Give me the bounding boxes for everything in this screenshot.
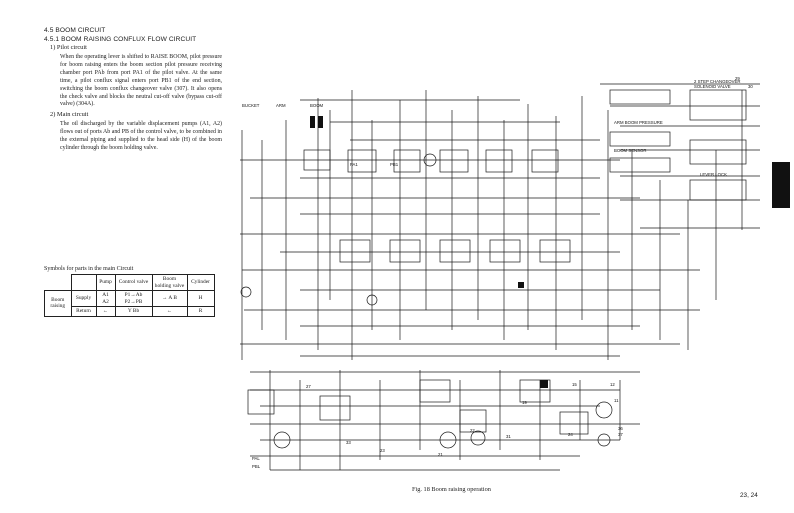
label-30: 30 bbox=[748, 84, 753, 89]
pilot-circuit-text: When the operating lever is shifted to R… bbox=[60, 54, 222, 108]
main-circuit-title: 2) Main circuit bbox=[50, 111, 89, 119]
supply-holding-b: B bbox=[173, 295, 177, 302]
valve-blocks bbox=[240, 89, 747, 449]
label-pal: PAL bbox=[252, 456, 260, 461]
label-15: 15 bbox=[572, 382, 577, 387]
table-header-row: Pump Control valve Boom holding valve Cy… bbox=[44, 274, 215, 291]
page-number: 23, 24 bbox=[740, 492, 758, 499]
label-pa1: PA1 bbox=[350, 162, 358, 167]
pilot-circuit-title: 1) Pilot circuit bbox=[50, 44, 87, 51]
label-31: 31 bbox=[506, 434, 511, 439]
label-22: 22 bbox=[470, 428, 475, 433]
subsection-heading: 4.5.1 BOOM RAISING CONFLUX FLOW CIRCUIT bbox=[44, 36, 197, 43]
pilot-handle-marks bbox=[310, 116, 548, 388]
label-arm: ARM bbox=[276, 103, 286, 108]
table-title: Symbols for parts in the main Circuit bbox=[44, 266, 134, 272]
symbol-table: Pump Control valve Boom holding valve Cy… bbox=[44, 274, 215, 317]
main-circuit-text: The oil discharged by the variable displ… bbox=[60, 121, 222, 152]
label-boom: BOOM bbox=[310, 103, 324, 108]
schematic-lines bbox=[240, 83, 760, 471]
section-heading: 4.5 BOOM CIRCUIT bbox=[44, 27, 106, 34]
label-arm-boom-pressure: ARM BOOM PRESSURE bbox=[614, 120, 663, 125]
label-27: 27 bbox=[306, 384, 311, 389]
label-12: 12 bbox=[610, 382, 615, 387]
supply-control: P1→Ab P2→PB bbox=[114, 290, 153, 307]
label-33: 33 bbox=[346, 440, 351, 445]
supply-holding: → A B bbox=[151, 290, 188, 307]
table-row: Boom raising Supply A1 A2 P1→Ab P2→PB → … bbox=[44, 290, 215, 317]
supply-label: Supply bbox=[70, 290, 97, 307]
supply-cylinder: H bbox=[186, 290, 215, 307]
label-two-step: 2 STEP CHANGEOVER SOLENOID VALVE bbox=[694, 79, 741, 89]
label-24: 24 bbox=[568, 432, 573, 437]
label-boom-sensor: BOOM SENSOR bbox=[614, 148, 647, 153]
figure-caption: Fig. 18 Boom raising operation bbox=[412, 486, 491, 493]
supply-holding-a: → A bbox=[161, 295, 173, 302]
label-pbl: PBL bbox=[252, 464, 261, 469]
label-11: 11 bbox=[614, 398, 619, 403]
table-row: Return ← Y Bb ← R bbox=[45, 306, 215, 317]
section-tab-marker bbox=[772, 162, 790, 208]
text-column: 4.5 BOOM CIRCUIT 4.5.1 BOOM RAISING CONF… bbox=[44, 26, 224, 153]
label-pb1: PB1 bbox=[390, 162, 399, 167]
label-23: 23 bbox=[380, 448, 385, 453]
return-cylinder: R bbox=[186, 306, 215, 317]
label-bucket: BUCKET bbox=[242, 103, 260, 108]
label-21: 21 bbox=[438, 452, 443, 457]
label-lever-lock: LEVER LOCK bbox=[700, 172, 727, 177]
label-29: 29 bbox=[735, 76, 740, 81]
label-19: 19 bbox=[522, 400, 527, 405]
label-36: 36 bbox=[618, 426, 623, 431]
row-group-label: Boom raising bbox=[44, 290, 72, 317]
label-37: 37 bbox=[618, 432, 623, 437]
